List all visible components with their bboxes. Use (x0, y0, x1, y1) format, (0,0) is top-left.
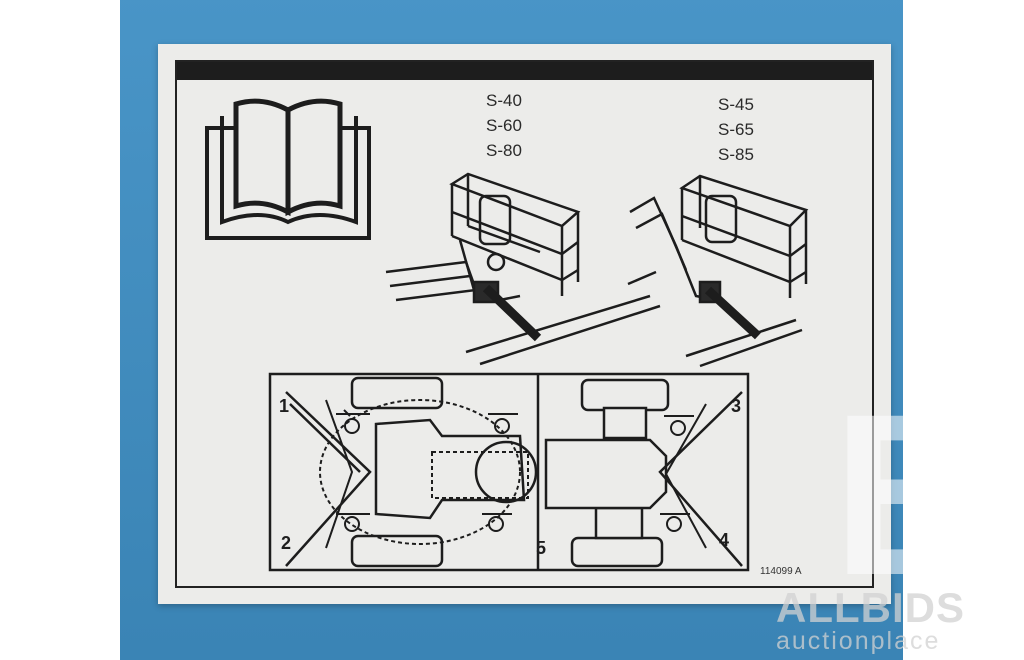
tiedown-number-2: 2 (281, 533, 292, 553)
model-label: S-85 (718, 145, 754, 164)
chassis-diagram-box (268, 372, 750, 572)
decal-top-stripe (177, 62, 872, 80)
model-label: S-40 (486, 91, 522, 110)
platform-illustration-right (627, 174, 809, 368)
tiedown-number-5: 5 (536, 538, 547, 558)
model-label: S-80 (486, 141, 522, 160)
watermark-subtitle: auctionplace (776, 627, 941, 655)
model-label: S-45 (718, 95, 754, 114)
part-number: 114099 A (760, 566, 802, 577)
tiedown-number-4: 4 (719, 530, 730, 550)
manual-book-icon (205, 98, 371, 240)
decal-border (175, 60, 874, 588)
model-label: S-65 (718, 120, 754, 139)
platform-illustration-left (385, 172, 661, 366)
watermark-logo: B (832, 366, 999, 623)
model-label: S-60 (486, 116, 522, 135)
tiedown-number-1: 1 (279, 396, 290, 416)
tiedown-number-3: 3 (731, 396, 742, 416)
watermark-brand: ALLBIDS (776, 584, 965, 631)
